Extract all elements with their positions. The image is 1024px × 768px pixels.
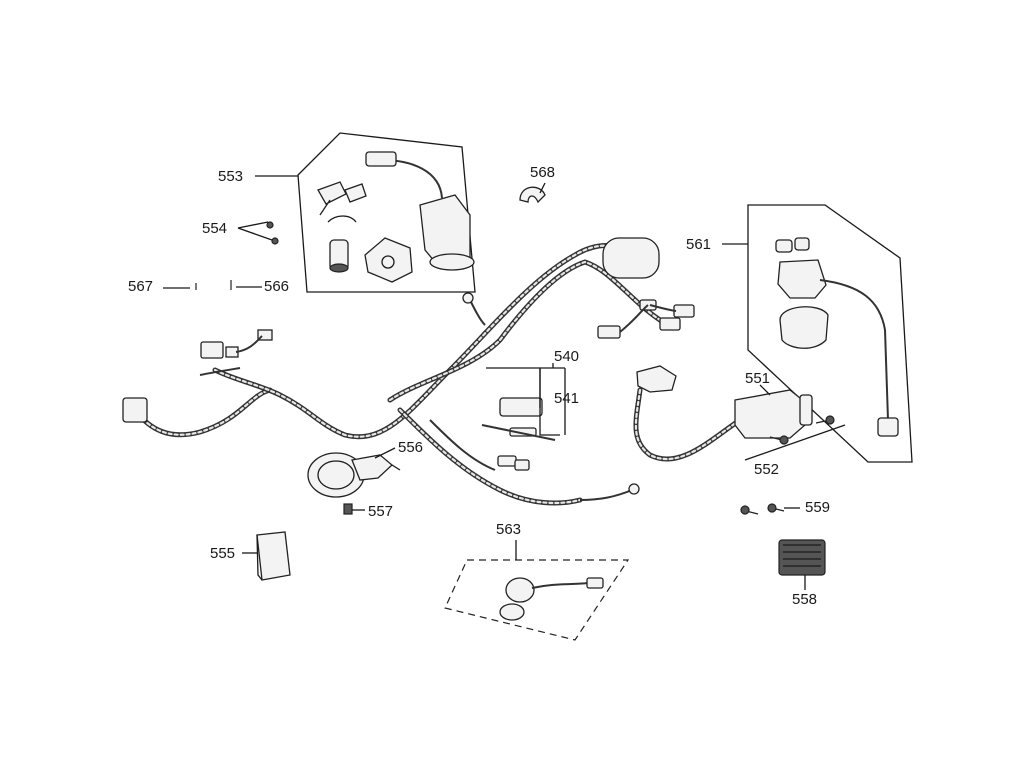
ignition-switch-barrel [429,253,475,271]
main-wiring-harness [122,237,695,506]
sensor-group [444,559,630,641]
part-labels: 553 554 567 566 568 561 540 541 551 552 … [128,164,830,608]
starter-relay-group [747,204,913,463]
regulator-bolts [740,503,785,515]
regulator-group [778,539,826,576]
spark-plug-cap [636,365,677,393]
label-541: 541 [554,390,579,407]
label-558: 558 [792,591,817,608]
sensor-washer [499,603,525,621]
lock-cover-hole [381,255,395,269]
sensor-coil [505,577,535,603]
label-563: 563 [496,521,521,538]
label-553: 553 [218,168,243,185]
label-555: 555 [210,545,235,562]
label-556: 556 [398,439,423,456]
starter-relay-body [777,259,827,299]
horn-group [307,452,401,515]
label-557: 557 [368,503,393,520]
lock-cover-plate [364,237,413,283]
lock-clip [327,215,357,223]
coil-bolts [769,415,835,445]
ignition-switch-plug [365,151,397,167]
harness-clip [519,186,546,204]
label-554: 554 [202,220,227,237]
ignition-key [317,181,347,216]
horn-bolt [343,503,353,515]
harness-connector-right-2 [673,304,695,318]
lock-screws-554 [266,221,279,245]
harness-capacitor [602,237,660,279]
leader-lines [163,175,806,590]
label-551: 551 [745,370,770,387]
sensor-group-frame [444,559,630,641]
label-552: 552 [754,461,779,478]
starter-relay-boot [779,306,829,349]
label-567: 567 [128,278,153,295]
relay-group [481,367,566,441]
seat-lock-cylinder-face [329,263,349,273]
label-566: 566 [264,278,289,295]
cdi-unit [256,531,291,581]
horn-bracket [351,454,393,481]
sensor-connector [586,577,604,589]
relay-block [499,397,543,417]
starter-relay-frame [747,204,913,463]
harness-connector-upper [200,341,224,359]
label-540: 540 [554,348,579,365]
label-561: 561 [686,236,711,253]
spark-plug-lead [633,387,743,462]
ignition-coil-body [734,389,806,439]
relay-cap [775,239,793,253]
screws-566-567 [195,280,232,290]
harness-connector-right-1 [597,325,621,339]
label-568: 568 [530,164,555,181]
ignition-key-spare [344,183,367,203]
harness-connector-left [122,397,148,423]
starter-relay-connector [877,417,899,437]
ignition-coil-group [633,365,846,462]
label-559: 559 [805,499,830,516]
ignition-lock-set-group [297,132,476,293]
